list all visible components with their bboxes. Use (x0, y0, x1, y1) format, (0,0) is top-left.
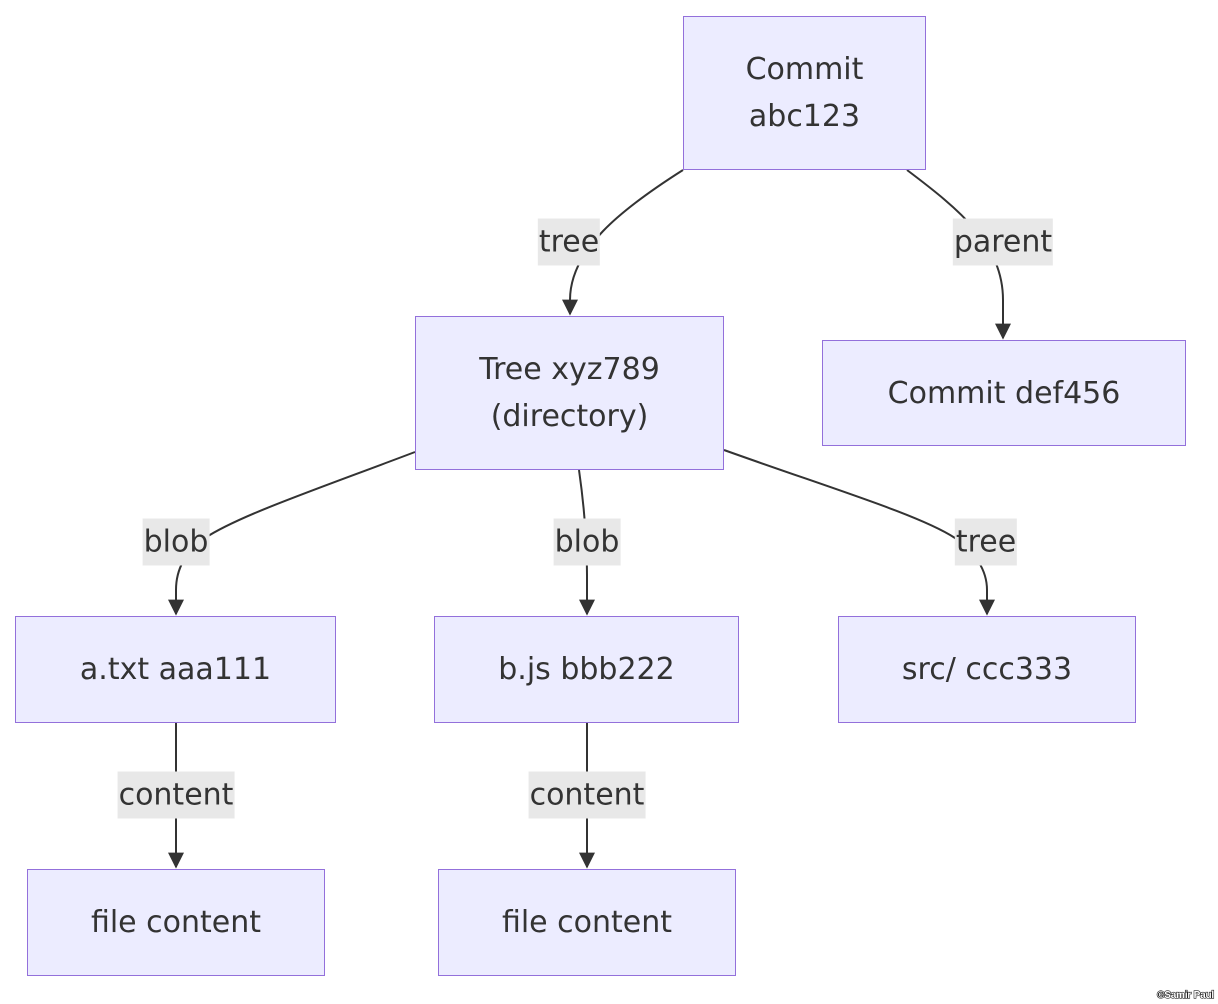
edge-label-parent: parent (952, 218, 1054, 266)
commit-abc123-node[interactable]: Commit abc123 (683, 16, 926, 170)
edge-tree-to-blob-a (168, 451, 416, 616)
edge-label-content-b: content (528, 771, 646, 819)
tree-src-node[interactable]: src/ ccc333 (838, 616, 1136, 723)
tree-xyz789-node[interactable]: Tree xyz789 (directory) (415, 316, 724, 470)
edge-label-blob-a: blob (142, 518, 210, 566)
edge-tree-to-src (723, 449, 995, 616)
edge-label-content-a: content (117, 771, 235, 819)
blob-b-js-node[interactable]: b.js bbb222 (434, 616, 739, 723)
edge-label-blob-b: blob (553, 518, 621, 566)
watermark-text: ©Samir Paul (1157, 989, 1215, 1001)
edge-label-tree: tree (537, 218, 601, 266)
file-content-a-node[interactable]: file content (27, 869, 325, 976)
file-content-b-node[interactable]: file content (438, 869, 736, 976)
commit-def456-node[interactable]: Commit def456 (822, 340, 1186, 446)
blob-a-txt-node[interactable]: a.txt aaa111 (15, 616, 336, 723)
edge-label-tree-src: tree (954, 518, 1018, 566)
